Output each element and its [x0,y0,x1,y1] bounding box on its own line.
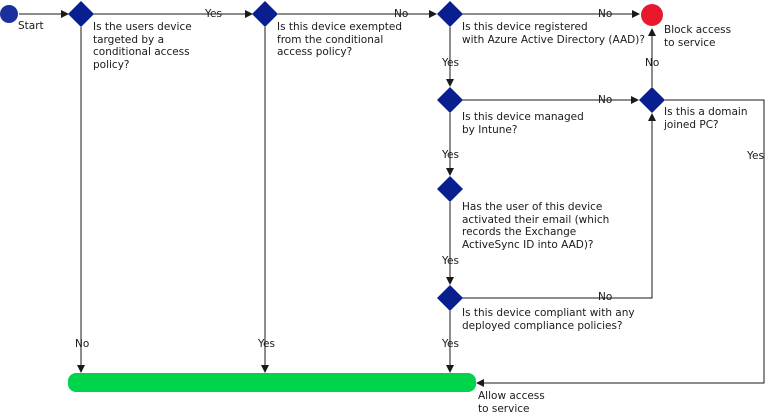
edge-label-compliant-yes: Yes [442,338,459,350]
edge-compliant-no [462,113,656,299]
exempted-question: Is this device exempted from the conditi… [277,21,402,58]
edge-label-registered-no: No [598,8,613,20]
edge-label-targeted-yes: Yes [205,8,222,20]
domain-question: Is this a domain joined PC? [664,106,748,131]
block-label: Block access to service [664,24,732,49]
edge-label-exempted-no: No [394,8,409,20]
start-node [0,5,18,23]
decision-domain-diamond [639,87,665,113]
activated-question: Has the user of this device activated th… [462,201,610,251]
edge-label-compliant-no: No [598,291,613,303]
registered-question: Is this device registered with Azure Act… [462,21,645,46]
decision-registered-diamond [437,1,463,27]
edge-label-domain-yes: Yes [747,150,764,162]
edge-label-domain-no: No [645,57,660,69]
decision-managed-diamond [437,87,463,113]
edge-label-registered-yes: Yes [442,57,459,69]
edge-label-activated-yes: Yes [442,255,459,267]
targeted-question: Is the users device targeted by a condit… [93,21,192,71]
compliant-question: Is this device compliant with any deploy… [462,307,635,332]
allow-bar [68,373,476,392]
edge-label-managed-no: No [598,94,613,106]
decision-activated-diamond [437,176,463,202]
edge-label-managed-yes: Yes [442,149,459,161]
edge-domain-yes [476,99,765,387]
decision-targeted-diamond [68,1,94,27]
allow-label: Allow access to service [478,390,545,415]
edge-label-targeted-no: No [75,338,90,350]
decision-exempted-diamond [252,1,278,27]
edge-label-exempted-yes: Yes [258,338,275,350]
block-node [641,4,663,26]
decision-compliant-diamond [437,285,463,311]
managed-question: Is this device managed by Intune? [462,111,584,136]
start-label: Start [18,20,44,32]
